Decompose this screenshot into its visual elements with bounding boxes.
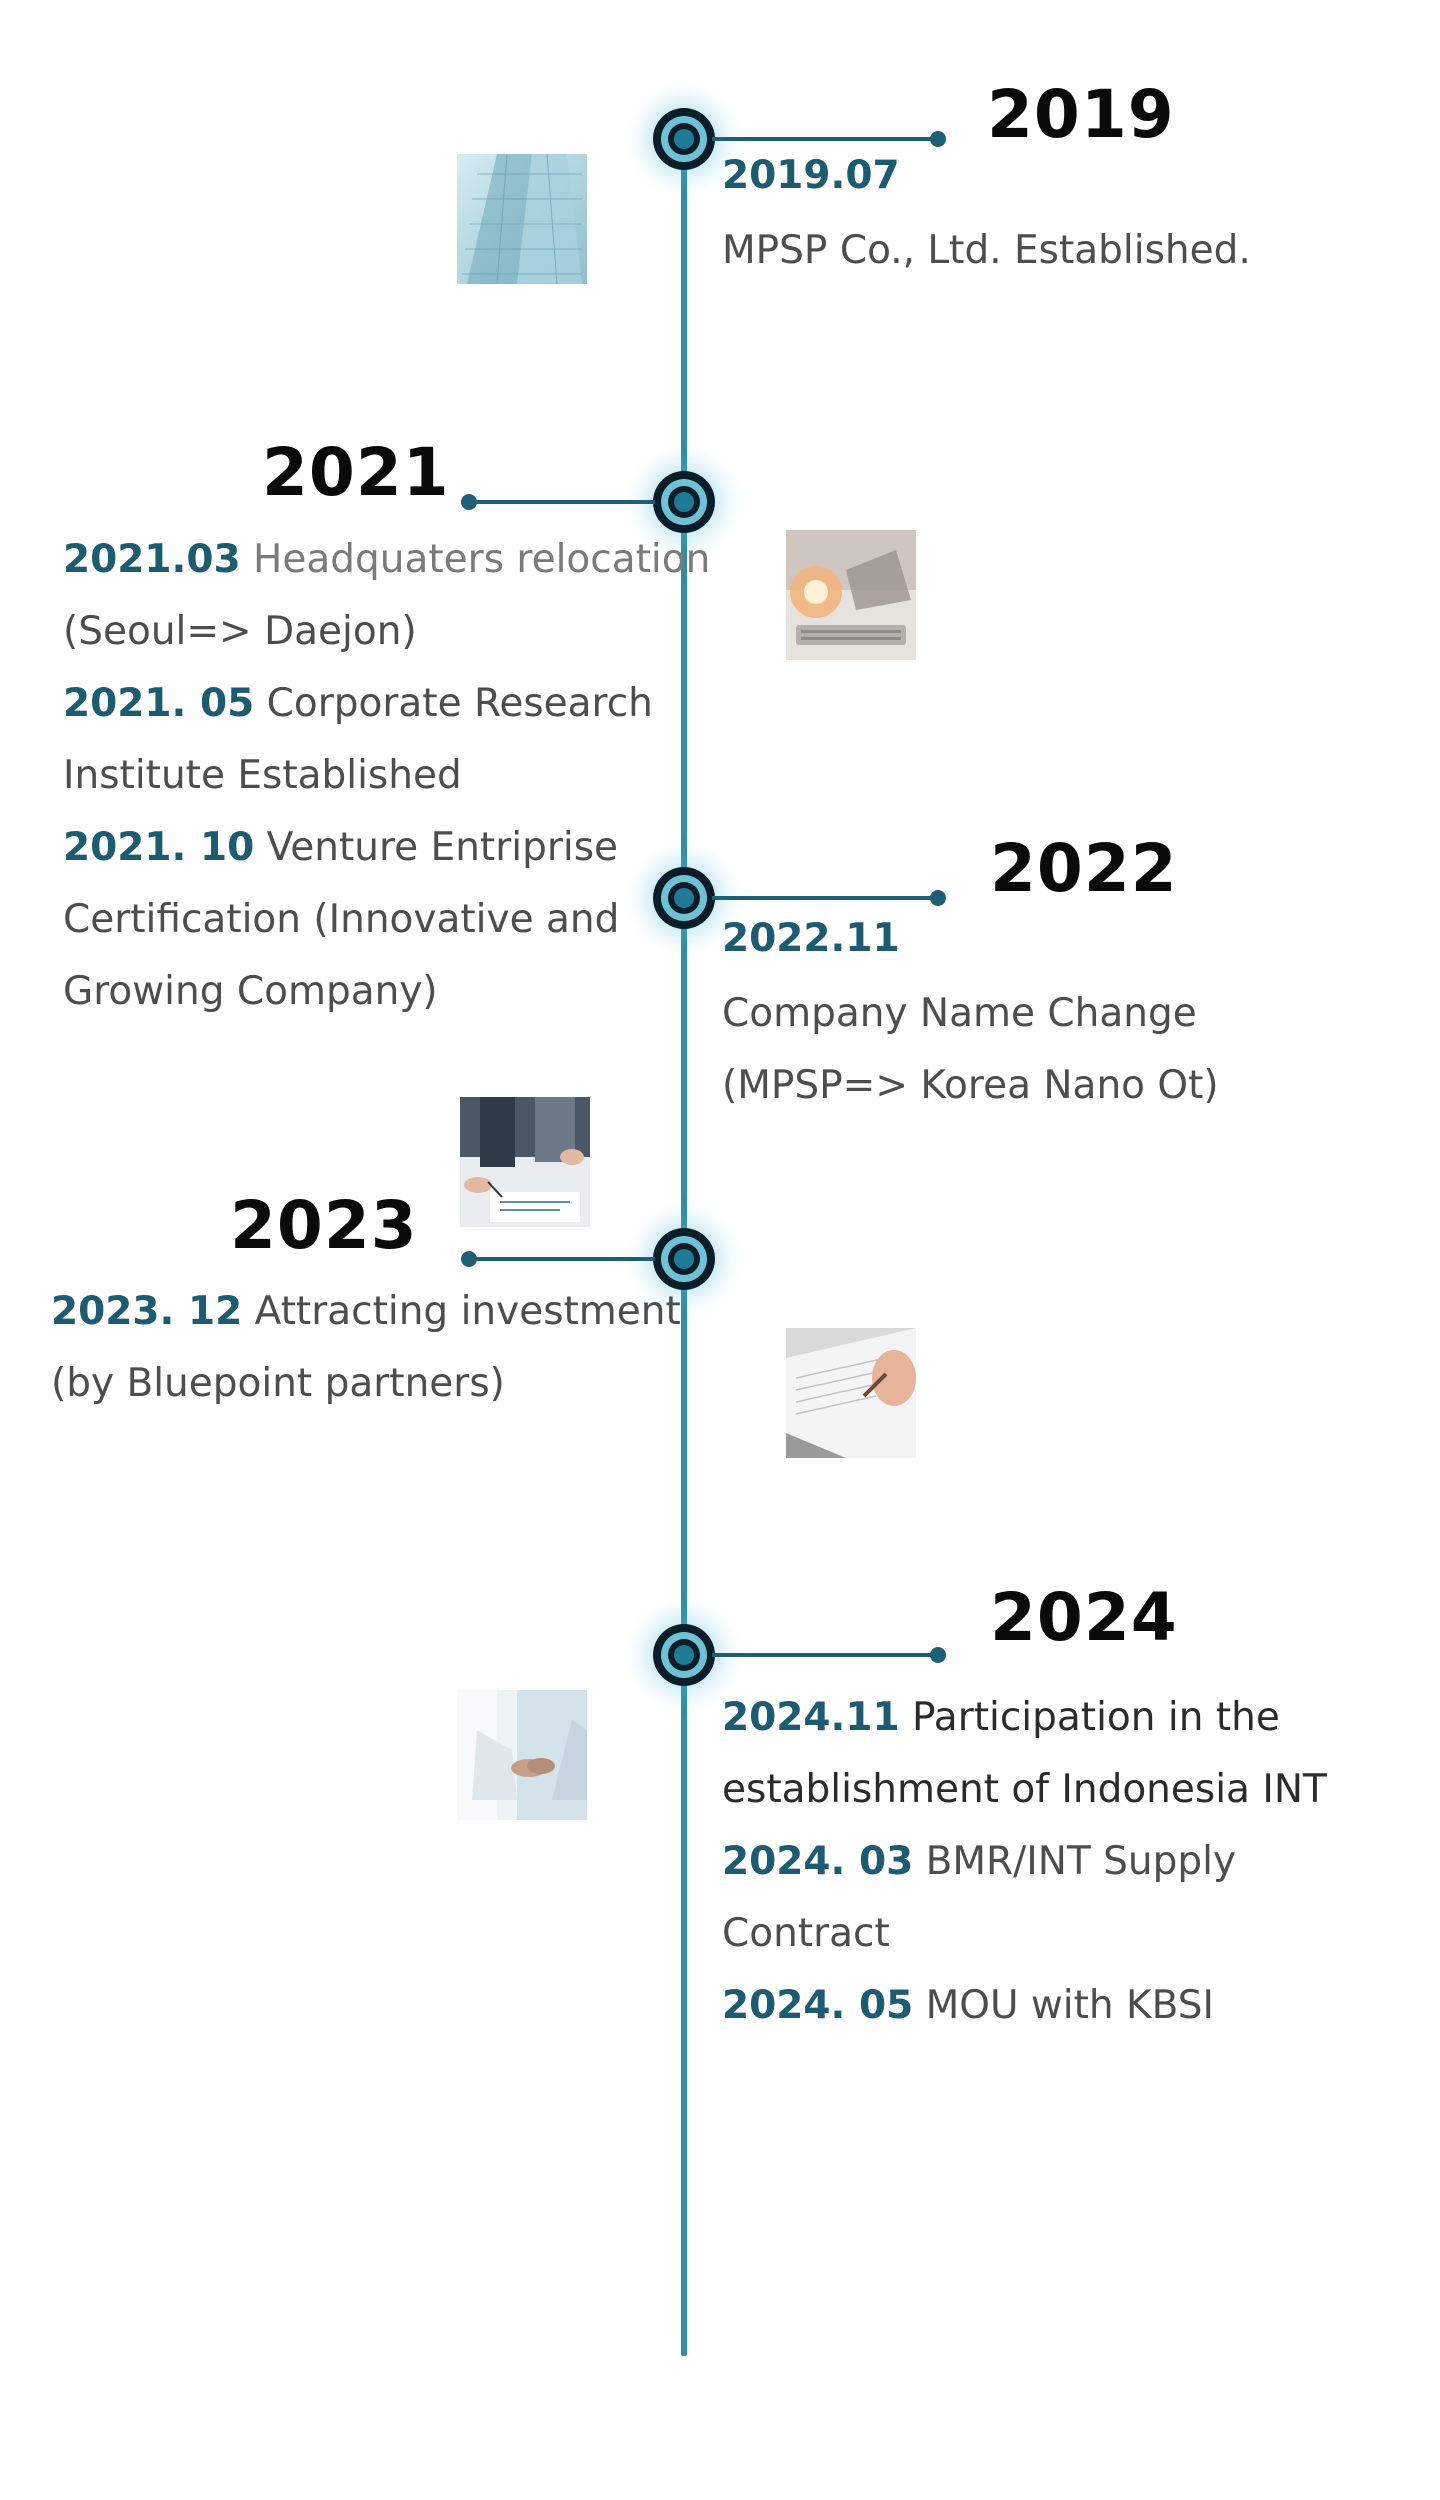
event-block-2021: 2021.03 Headquaters relocation (Seoul=> … [63,524,710,1028]
event-text-2021-10-a: Venture Entriprise [254,825,619,870]
business-meeting-photo [460,1097,590,1227]
event-text-2021-10-b: Certification (Innovative and [63,897,620,942]
business-meeting-icon [460,1097,590,1227]
event-text-2024-05: MOU with KBSI [913,1983,1214,2028]
event-date-2021-03: 2021.03 [63,537,241,582]
event-text-2021-03-a: Headquaters relocation [240,537,711,582]
event-text-2021-10-c: Growing Company) [63,969,438,1014]
timeline-node-2024 [653,1624,715,1686]
event-date-2024-11: 2024.11 [722,1695,900,1740]
year-heading-2024: 2024 [990,1579,1178,1656]
event-block-2022: 2022.11 Company Name Change (MPSP=> Kore… [722,903,1219,1122]
laptop-work-photo [786,530,916,660]
event-block-2019: 2019.07 MPSP Co., Ltd. Established. [722,140,1251,287]
event-text-2022-11-a: Company Name Change [722,991,1197,1036]
event-date-2022-11: 2022.11 [722,916,900,961]
contract-signing-photo [786,1328,916,1458]
year-heading-2023: 2023 [230,1187,418,1264]
event-text-2021-03-b: (Seoul=> Daejon) [63,609,417,654]
event-date-2019-07: 2019.07 [722,153,900,198]
connector-end-dot-2019 [930,131,946,147]
event-block-2024: 2024.11 Participation in the establishme… [722,1682,1327,2042]
event-date-2024-05: 2024. 05 [722,1983,914,2028]
year-heading-2021: 2021 [262,434,450,511]
connector-2022 [712,896,938,900]
event-text-2021-05-a: Corporate Research [254,681,653,726]
event-text-2023-12-b: (by Bluepoint partners) [51,1361,505,1406]
event-date-2024-03: 2024. 03 [722,1839,914,1884]
handshake-photo [457,1690,587,1820]
connector-end-dot-2023 [461,1251,477,1267]
connector-end-dot-2024 [930,1647,946,1663]
connector-2019 [712,137,938,141]
event-text-2019-07: MPSP Co., Ltd. Established. [722,228,1251,273]
event-text-2024-03-a: BMR/INT Supply [913,1839,1237,1884]
event-text-2024-03-b: Contract [722,1911,890,1956]
event-date-2021-10: 2021. 10 [63,825,255,870]
handshake-icon [457,1690,587,1820]
connector-end-dot-2021 [461,494,477,510]
event-text-2024-11-a: Participation in the [899,1695,1280,1740]
timeline-node-2019 [653,108,715,170]
laptop-work-icon [786,530,916,660]
event-text-2022-11-b: (MPSP=> Korea Nano Ot) [722,1063,1219,1108]
event-text-2021-05-b: Institute Established [63,753,462,798]
event-text-2023-12-a: Attracting investment [242,1289,681,1334]
connector-end-dot-2022 [930,890,946,906]
event-text-2024-11-b: establishment of Indonesia INT [722,1767,1327,1812]
connector-2021 [469,500,655,504]
connector-2023 [469,1257,655,1261]
event-date-2023-12: 2023. 12 [51,1289,243,1334]
timeline-node-2022 [653,867,715,929]
event-block-2023: 2023. 12 Attracting investment (by Bluep… [51,1276,681,1420]
event-date-2021-05: 2021. 05 [63,681,255,726]
contract-signing-icon [786,1328,916,1458]
year-heading-2022: 2022 [990,830,1178,907]
office-building-icon [457,154,587,284]
timeline-node-2021 [653,471,715,533]
timeline-node-2023 [653,1228,715,1290]
year-heading-2019: 2019 [987,76,1175,153]
office-building-photo [457,154,587,284]
connector-2024 [712,1653,938,1657]
